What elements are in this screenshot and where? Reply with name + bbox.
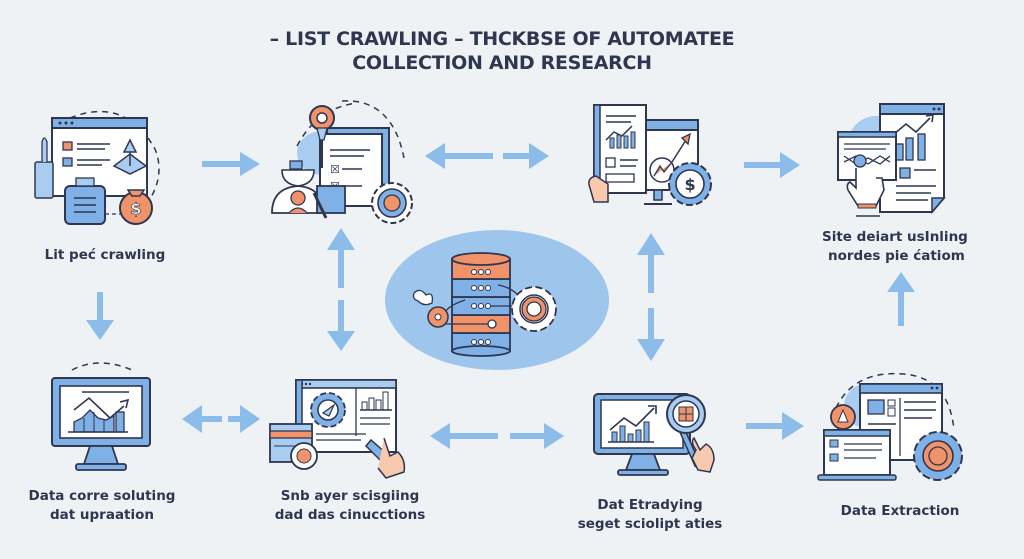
- arrow-bidirectional-vertical: [327, 228, 355, 351]
- arrow-bidirectional-vertical: [637, 233, 665, 361]
- node-label-data-solution: Data corre soluting dat upraation: [0, 487, 212, 525]
- arrow-right: [744, 152, 800, 178]
- arrow-right: [746, 412, 804, 440]
- label-line: seget sciolipt aties: [577, 516, 723, 532]
- arrow-bidirectional-horizontal: [425, 143, 549, 169]
- node-label-list-crawling: Lit peć crawling: [0, 246, 215, 265]
- label-line: dad das cinucctions: [274, 507, 426, 523]
- monitor-chart-icon: [44, 360, 154, 475]
- browser-money-icon: $: [30, 104, 170, 229]
- arrow-bidirectional-horizontal: [430, 423, 564, 449]
- document-chart-hand-icon: [836, 98, 956, 223]
- label-line: Lit peć crawling: [44, 247, 166, 263]
- arrow-bidirectional-horizontal: [182, 405, 260, 433]
- svg-text:$: $: [130, 199, 141, 218]
- arrow-right: [202, 152, 260, 176]
- browser-gear-hand-icon: [266, 376, 416, 481]
- svg-text:$: $: [684, 175, 695, 194]
- monitor-magnifier-icon: [590, 390, 725, 490]
- node-label-scraping: Snb ayer scisgiing dad das cinucctions: [240, 487, 460, 525]
- label-line: dat upraation: [49, 507, 155, 523]
- label-line: Data Extraction: [840, 503, 960, 519]
- diagram-title-line-2: COLLECTION AND RESEARCH: [352, 52, 652, 74]
- label-line: Data corre soluting: [28, 488, 176, 504]
- report-dollar-gear-icon: $: [586, 102, 716, 217]
- diagram-title-line-1: – LIST CRAWLING – THCKBSE OF AUTOMATEE: [269, 28, 735, 50]
- node-label-data-extraction: Data Extraction: [790, 502, 1010, 521]
- label-line: Snb ayer scisgiing: [280, 488, 420, 504]
- worker-checklist-gear-icon: ☒ ☒: [262, 98, 413, 224]
- label-line: Dat Etradying: [597, 497, 703, 513]
- windows-gear-icon: [814, 370, 974, 485]
- arrow-up: [887, 272, 915, 326]
- svg-text:☒: ☒: [330, 163, 340, 176]
- database-gear-icon: [410, 245, 580, 357]
- label-line: Site deiart usInling: [822, 229, 968, 245]
- label-line: nordes pie ćatiom: [828, 248, 965, 264]
- arrow-down: [86, 292, 114, 340]
- node-label-data-studying: Dat Etradying seget sciolipt aties: [540, 496, 760, 534]
- node-label-site-data: Site deiart usInling nordes pie ćatiom: [780, 228, 1020, 266]
